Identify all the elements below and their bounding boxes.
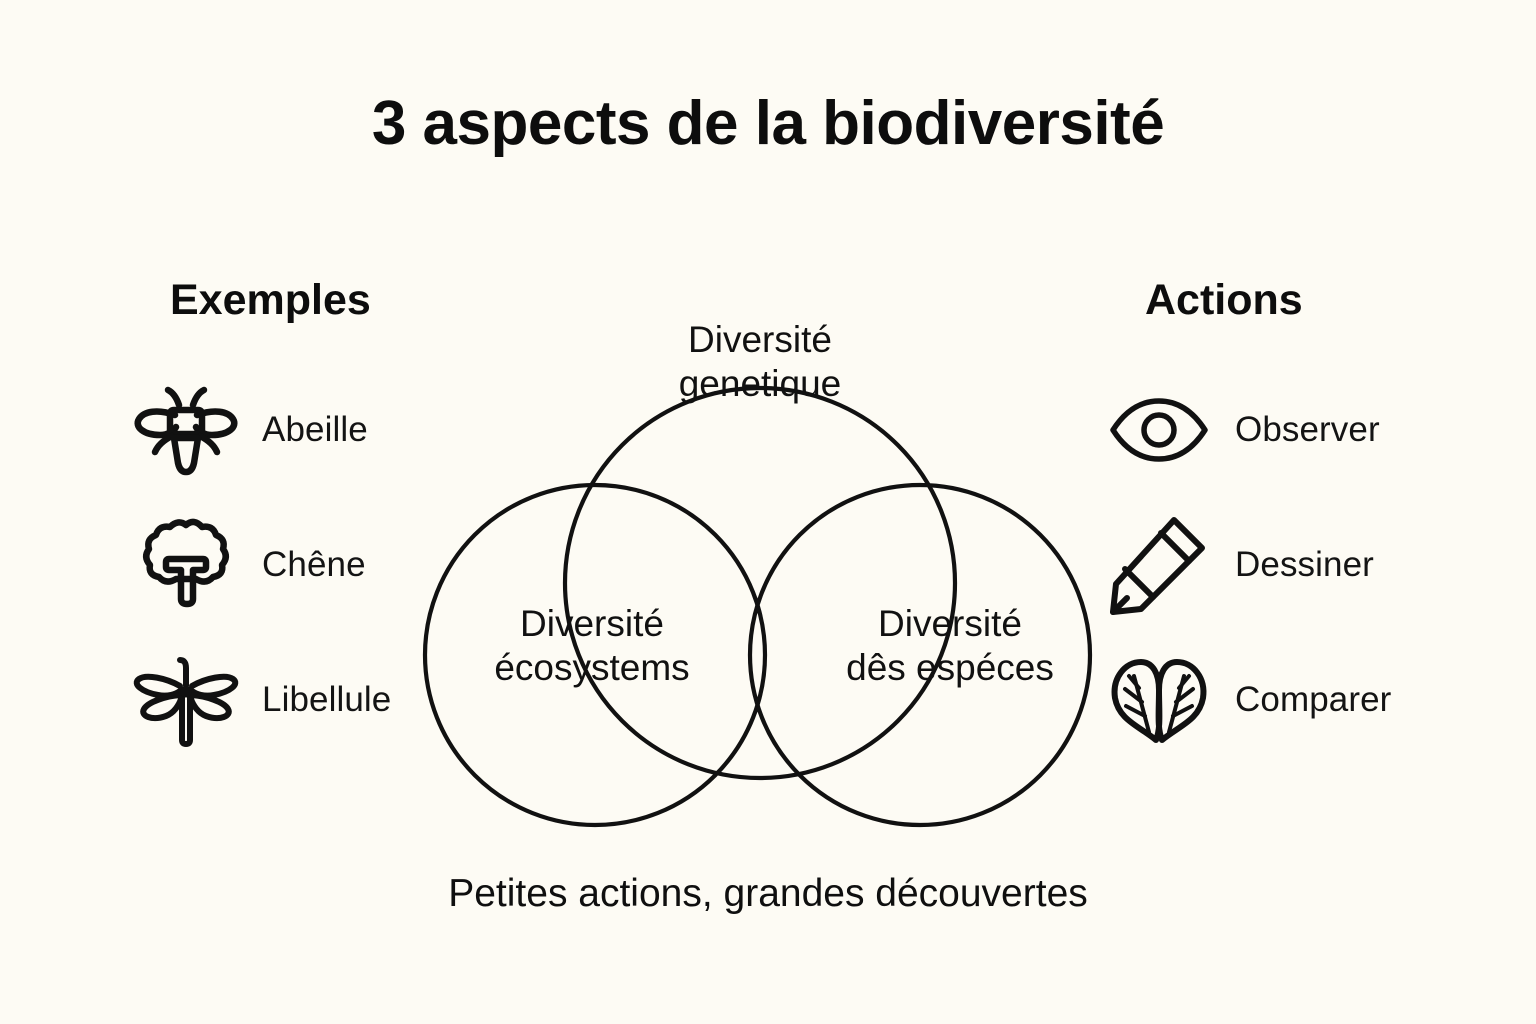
page-title: 3 aspects de la biodiversité — [371, 89, 1165, 158]
venn-label-genetique: Diversité genetique — [600, 318, 920, 405]
list-item-comparer: Comparer — [1105, 650, 1391, 750]
venn-label-line1: Diversité — [878, 603, 1022, 644]
venn-label-ecosystems: Diversité écosystems — [432, 602, 752, 689]
venn-label-line1: Diversité — [520, 603, 664, 644]
list-item-dessiner: Dessiner — [1105, 515, 1374, 615]
list-item-libellule: Libellule — [132, 650, 391, 750]
two-leaves-icon — [1105, 650, 1213, 750]
venn-circle-top — [562, 385, 958, 781]
exemples-heading: Exemples — [170, 276, 371, 324]
list-item-label: Comparer — [1235, 680, 1392, 719]
venn-diagram — [400, 195, 1120, 845]
venn-label-line1: Diversité — [688, 319, 832, 360]
list-item-observer: Observer — [1105, 380, 1380, 480]
bee-icon — [132, 380, 240, 480]
list-item-label: Dessiner — [1235, 545, 1374, 584]
venn-label-line2: écosystems — [494, 646, 690, 688]
eye-icon — [1105, 380, 1213, 480]
list-item-label: Abeille — [262, 410, 368, 449]
footer-caption: Petites actions, grandes découvertes — [448, 872, 1088, 915]
pencil-icon — [1105, 515, 1213, 615]
tree-icon — [132, 515, 240, 615]
list-item-abeille: Abeille — [132, 380, 368, 480]
actions-heading: Actions — [1145, 276, 1303, 324]
venn-label-line2: genetique — [678, 362, 842, 404]
list-item-label: Chêne — [262, 545, 366, 584]
venn-label-line2: dês espéces — [846, 646, 1054, 688]
venn-label-especes: Diversité dês espéces — [790, 602, 1110, 689]
list-item-chene: Chêne — [132, 515, 366, 615]
dragonfly-icon — [132, 650, 240, 750]
list-item-label: Observer — [1235, 410, 1380, 449]
venn-circle-bottom-left — [422, 482, 768, 828]
list-item-label: Libellule — [262, 680, 392, 719]
venn-circle-bottom-right — [747, 482, 1093, 828]
